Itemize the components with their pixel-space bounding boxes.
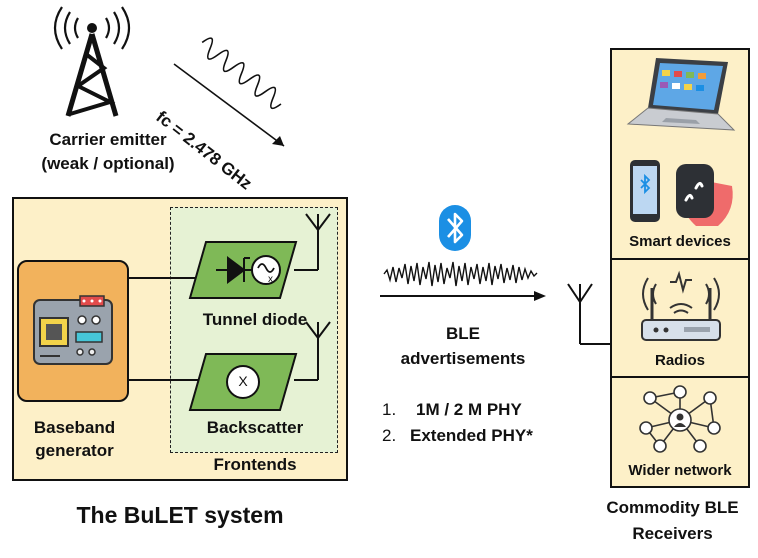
mixer-symbol: X: [238, 373, 248, 389]
receiver-antenna: [567, 283, 614, 345]
frontends-label: Frontends: [213, 455, 297, 474]
svg-text:x: x: [268, 274, 273, 285]
system-title: The BuLET system: [76, 502, 284, 528]
router-icon: [641, 270, 721, 341]
phy-list: 1.1M / 2 M PHY 2.Extended PHY*: [382, 397, 533, 449]
smartwatch-icon: [676, 164, 733, 226]
receiver-divider: [610, 376, 750, 378]
smart-devices-label: Smart devices: [629, 233, 731, 250]
carrier-arrow: [173, 63, 285, 147]
ble-advertisements-label: BLE advertisements: [400, 324, 526, 368]
carrier-waveform: [201, 37, 282, 110]
cell-tower-icon: [53, 6, 131, 117]
laptop-icon: [626, 58, 736, 131]
baseband-generator-label: Baseband generator: [33, 418, 116, 460]
tunnel-diode-block: x: [188, 241, 298, 299]
bluetooth-icon: [439, 205, 471, 251]
receivers-title: Commodity BLE Receivers: [606, 498, 739, 543]
tunnel-diode-label: Tunnel diode: [202, 310, 308, 329]
phy-list-item: 1.1M / 2 M PHY: [382, 400, 522, 419]
radios-label: Radios: [654, 352, 705, 369]
carrier-emitter-label: Carrier emitter (weak / optional): [41, 130, 175, 173]
wider-network-label: Wider network: [628, 462, 732, 479]
phy-list-item: 2.Extended PHY*: [382, 426, 533, 445]
network-icon: [639, 385, 721, 453]
circuit-board-icon: [33, 295, 113, 365]
receiver-divider: [610, 258, 750, 260]
diode-icon: [216, 256, 252, 284]
smartphone-icon: [630, 160, 660, 222]
backscatter-label: Backscatter: [206, 418, 304, 437]
backscatter-block: [188, 353, 298, 411]
ble-signal-waveform: [380, 261, 546, 301]
